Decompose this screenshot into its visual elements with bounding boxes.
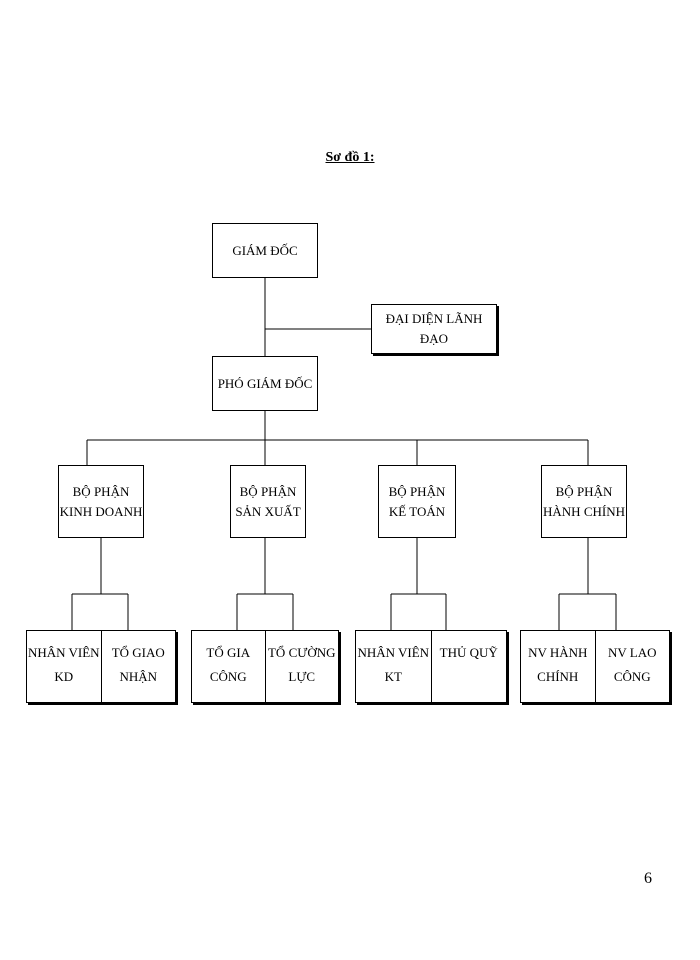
node-dept-sales-label: BỘ PHẬN KINH DOANH [59,483,143,519]
node-units-production: TỔ GIA CÔNG TỔ CƯỜNG LỰC [191,630,339,703]
node-deputy-director-label: PHÓ GIÁM ĐỐC [217,375,313,391]
node-unit-tempering-team: TỔ CƯỜNG LỰC [264,631,339,702]
node-unit-accounting-staff: NHÂN VIÊN KT [357,645,430,684]
node-unit-treasurer: THỦ QUỸ [430,631,507,702]
node-dept-sales: BỘ PHẬN KINH DOANH [58,465,144,538]
node-dept-admin-label: BỘ PHẬN HÀNH CHÍNH [543,483,625,519]
node-leadership-rep: ĐẠI DIỆN LÃNH ĐẠO [371,304,497,354]
node-unit-janitor: NV LAO CÔNG [594,631,670,702]
node-units-accounting: NHÂN VIÊN KT THỦ QUỸ [355,630,507,703]
node-dept-accounting: BỘ PHẬN KẾ TOÁN [378,465,456,538]
node-dept-accounting-label: BỘ PHẬN KẾ TOÁN [388,483,446,519]
node-director: GIÁM ĐỐC [212,223,318,278]
node-units-sales: NHÂN VIÊN KD TỔ GIAO NHẬN [26,630,176,703]
node-leadership-rep-label: ĐẠI DIỆN LÃNH ĐẠO [385,311,483,346]
node-deputy-director: PHÓ GIÁM ĐỐC [212,356,318,411]
node-unit-processing-team: TỔ GIA CÔNG [206,645,251,684]
node-unit-sales-staff: NHÂN VIÊN KD [27,645,100,684]
node-units-admin: NV HÀNH CHÍNH NV LAO CÔNG [520,630,670,703]
node-unit-delivery-team: TỔ GIAO NHẬN [100,631,176,702]
node-unit-admin-staff: NV HÀNH CHÍNH [528,645,588,684]
node-dept-admin: BỘ PHẬN HÀNH CHÍNH [541,465,627,538]
node-dept-production: BỘ PHẬN SẢN XUẤT [230,465,306,538]
diagram-caption: Sơ đồ 1: [0,150,700,166]
node-dept-production-label: BỘ PHẬN SẢN XUẤT [235,483,301,519]
caption-text: Sơ đồ 1: [325,150,375,165]
node-director-label: GIÁM ĐỐC [232,242,298,258]
page-number: 6 [644,870,652,887]
